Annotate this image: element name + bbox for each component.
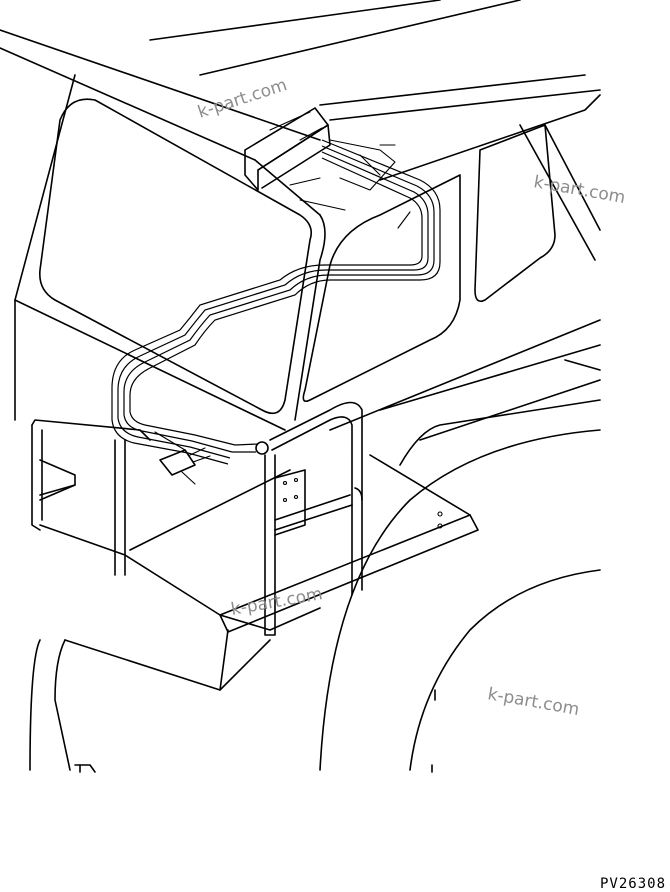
part-code: PV26308 <box>600 876 666 892</box>
watermark-right: k-part.com <box>532 172 627 208</box>
cab-roof <box>0 0 601 181</box>
platform-deck <box>39 454 479 633</box>
left-railing <box>31 419 151 576</box>
lower-valve <box>154 431 211 485</box>
upper-connector-block <box>244 107 411 229</box>
watermark-center: k-part.com <box>229 584 324 620</box>
door-window <box>302 124 601 431</box>
cab-body <box>14 74 326 431</box>
hydraulic-hoses <box>111 139 441 465</box>
watermark-top: k-part.com <box>195 75 289 123</box>
lower-body <box>29 629 271 773</box>
hood <box>399 359 601 466</box>
tire <box>319 429 601 773</box>
right-railing <box>219 401 363 636</box>
watermark-bottom: k-part.com <box>486 684 581 720</box>
